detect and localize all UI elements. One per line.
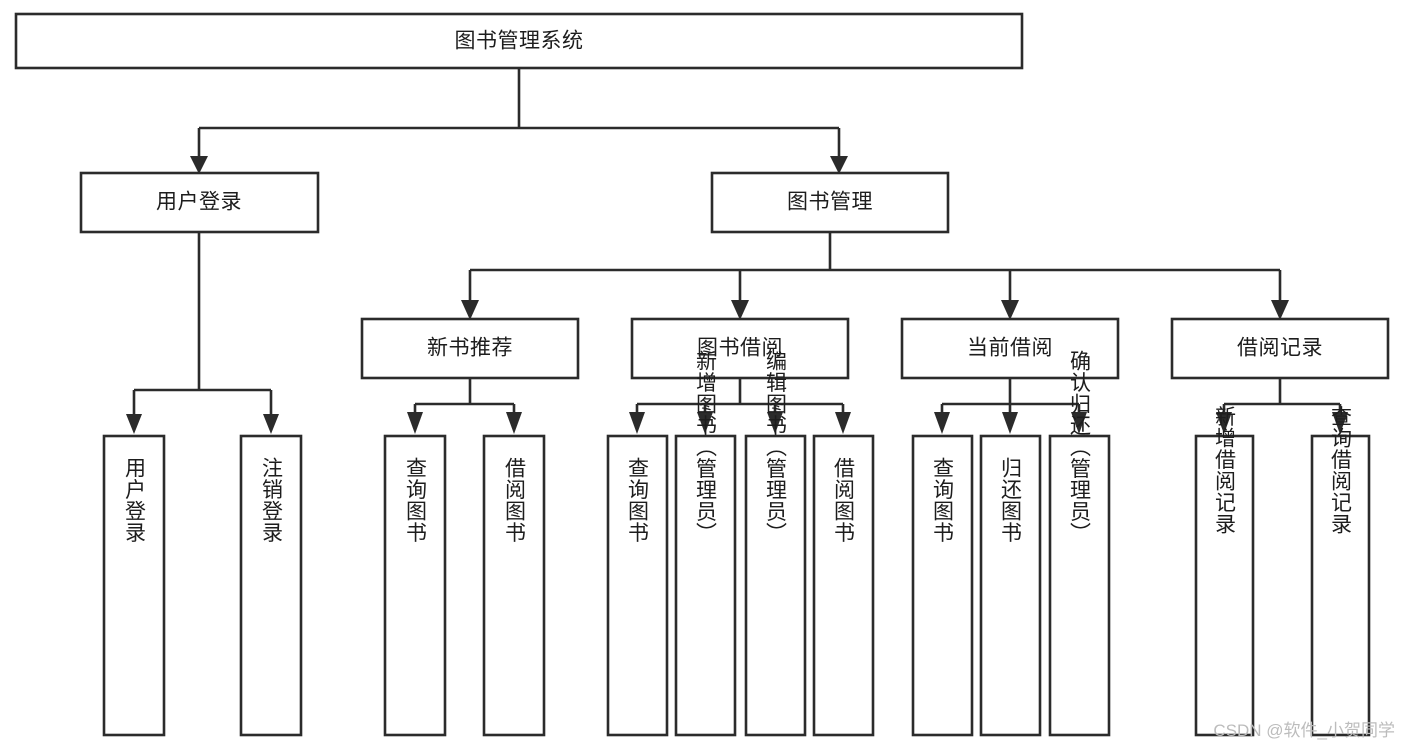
node-book-manage[interactable]: 图书管理: [710, 171, 950, 234]
node-leaf-return-book-box[interactable]: [979, 434, 1042, 737]
arrowhead-to-leaf-user-login: [126, 414, 142, 434]
arrowhead-to-new-book-recommend: [461, 300, 479, 320]
node-leaf-edit-book-label: 编辑图书（管理员）: [764, 350, 788, 544]
node-book-borrow[interactable]: 图书借阅: [630, 317, 850, 380]
arrowhead-to-leaf-borrow-book-1: [506, 412, 522, 434]
arrowhead-to-leaf-confirm-return: [1071, 412, 1087, 434]
arrowhead-to-leaf-query-book-3: [934, 412, 950, 434]
arrowhead-to-leaf-query-book-1: [407, 412, 423, 434]
node-borrow-record-box[interactable]: [1170, 317, 1390, 380]
node-leaf-borrow-book-2[interactable]: 借阅图书: [812, 434, 875, 737]
connector-root-branch: [197, 68, 841, 158]
arrowhead-to-borrow-record: [1271, 300, 1289, 320]
arrowhead-to-leaf-add-record: [1216, 412, 1232, 434]
node-leaf-query-record-box[interactable]: [1310, 434, 1371, 737]
node-new-book-recommend-box[interactable]: [360, 317, 580, 380]
connector-group-current-borrow-to-leaves: [934, 378, 1087, 434]
node-leaf-logout-login-label: 注销登录: [260, 457, 284, 543]
connector-book-borrow-branch: [635, 378, 845, 418]
node-leaf-user-login[interactable]: 用户登录: [102, 434, 166, 737]
node-leaf-query-record[interactable]: 查询借阅记录: [1310, 406, 1371, 737]
arrowhead-to-book-manage: [830, 156, 848, 174]
arrowhead-to-leaf-add-book: [697, 412, 713, 434]
node-leaf-query-book-3-box[interactable]: [911, 434, 974, 737]
node-user-login-label: 用户登录: [156, 191, 242, 214]
connector-group-book-manage-to-level3: [461, 232, 1289, 320]
node-leaf-edit-book-box[interactable]: [744, 434, 807, 737]
connector-book-manage-branch: [468, 232, 1282, 302]
connector-group-new-book-recommend-to-leaves: [407, 378, 522, 434]
node-new-book-recommend-label: 新书推荐: [427, 337, 513, 360]
node-leaf-edit-book[interactable]: 编辑图书（管理员）: [744, 350, 807, 737]
node-leaf-add-record-box[interactable]: [1194, 434, 1255, 737]
connector-new-book-recommend-branch: [413, 378, 516, 418]
node-leaf-borrow-book-1-label: 借阅图书: [503, 457, 527, 543]
node-leaf-confirm-return-box[interactable]: [1048, 434, 1111, 737]
arrowhead-to-leaf-return-book: [1002, 412, 1018, 434]
node-root[interactable]: 图书管理系统: [14, 12, 1024, 70]
node-leaf-return-book[interactable]: 归还图书: [979, 434, 1042, 737]
node-leaf-query-book-3[interactable]: 查询图书: [911, 434, 974, 737]
node-borrow-record[interactable]: 借阅记录: [1170, 317, 1390, 380]
node-leaf-add-record[interactable]: 新增借阅记录: [1194, 406, 1255, 737]
node-leaf-borrow-book-2-label: 借阅图书: [832, 457, 856, 543]
node-leaf-query-book-3-label: 查询图书: [931, 457, 955, 543]
node-book-borrow-box[interactable]: [630, 317, 850, 380]
arrowhead-to-leaf-logout-login: [263, 414, 279, 434]
node-leaf-confirm-return-label: 确认归还（管理员）: [1068, 350, 1092, 544]
arrowhead-to-book-borrow: [731, 300, 749, 320]
arrowhead-to-leaf-query-book-2: [629, 412, 645, 434]
connector-group-book-borrow-to-leaves: [629, 378, 851, 434]
node-borrow-record-label: 借阅记录: [1237, 337, 1323, 360]
node-new-book-recommend[interactable]: 新书推荐: [360, 317, 580, 380]
connector-current-borrow-branch: [940, 378, 1081, 418]
node-book-manage-box[interactable]: [710, 171, 950, 234]
node-leaf-return-book-label: 归还图书: [999, 457, 1023, 543]
node-leaf-borrow-book-1[interactable]: 借阅图书: [482, 434, 546, 737]
node-leaf-borrow-book-2-box[interactable]: [812, 434, 875, 737]
connector-group-user-login-to-leaves: [126, 232, 279, 434]
connector-user-login-branch: [132, 232, 273, 418]
node-leaf-query-record-label: 查询借阅记录: [1329, 406, 1353, 535]
arrowhead-to-leaf-edit-book: [767, 412, 783, 434]
node-leaf-user-login-box[interactable]: [102, 434, 166, 737]
connector-group-borrow-record-to-leaves: [1216, 378, 1348, 434]
node-leaf-add-record-label: 新增借阅记录: [1213, 406, 1237, 535]
node-leaf-confirm-return[interactable]: 确认归还（管理员）: [1048, 350, 1111, 737]
arrowhead-to-leaf-borrow-book-2: [835, 412, 851, 434]
arrowhead-to-user-login: [190, 156, 208, 174]
node-leaf-query-book-1[interactable]: 查询图书: [383, 434, 447, 737]
node-current-borrow[interactable]: 当前借阅: [900, 317, 1120, 380]
node-user-login-box[interactable]: [79, 171, 320, 234]
node-current-borrow-box[interactable]: [900, 317, 1120, 380]
node-user-login[interactable]: 用户登录: [79, 171, 320, 234]
node-current-borrow-label: 当前借阅: [967, 337, 1053, 360]
node-leaf-borrow-book-1-box[interactable]: [482, 434, 546, 737]
node-leaf-logout-login[interactable]: 注销登录: [239, 434, 303, 737]
node-leaf-query-book-1-box[interactable]: [383, 434, 447, 737]
csdn-watermark: CSDN @软件_小贺同学: [1213, 721, 1395, 740]
node-leaf-query-book-1-label: 查询图书: [404, 457, 428, 543]
node-root-box[interactable]: [14, 12, 1024, 70]
node-leaf-logout-login-box[interactable]: [239, 434, 303, 737]
arrowhead-to-leaf-query-record: [1332, 412, 1348, 434]
node-leaf-query-book-2-label: 查询图书: [626, 457, 650, 543]
node-book-manage-label: 图书管理: [787, 191, 873, 214]
node-book-borrow-label: 图书借阅: [697, 337, 783, 360]
node-root-label: 图书管理系统: [455, 30, 584, 53]
node-leaf-user-login-label: 用户登录: [123, 457, 147, 543]
connector-group-root-to-level2: [190, 68, 848, 174]
node-leaf-add-book[interactable]: 新增图书（管理员）: [674, 350, 737, 737]
arrowhead-to-current-borrow: [1001, 300, 1019, 320]
node-leaf-query-book-2[interactable]: 查询图书: [606, 434, 669, 737]
node-leaf-add-book-label: 新增图书（管理员）: [694, 350, 718, 544]
node-leaf-query-book-2-box[interactable]: [606, 434, 669, 737]
connector-borrow-record-branch: [1222, 378, 1342, 418]
node-leaf-add-book-box[interactable]: [674, 434, 737, 737]
